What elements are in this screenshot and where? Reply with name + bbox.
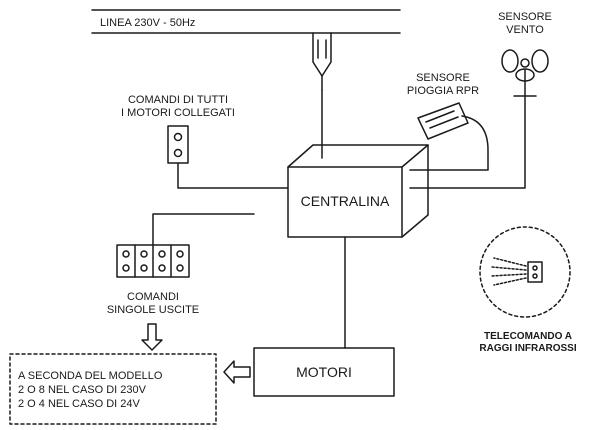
anemometer-icon — [501, 49, 549, 97]
remote-label-line2: RAGGI INFRAROSSI — [479, 343, 577, 354]
control-unit-box — [287, 144, 429, 238]
single-outputs-label-line1: COMANDI — [127, 291, 179, 303]
model-note-line3: 2 O 4 NEL CASO DI 24V — [18, 398, 140, 410]
remote-label: TELECOMANDO A RAGGI INFRAROSSI — [478, 331, 578, 355]
infrared-remote-icon — [479, 226, 571, 318]
power-line-label: LINEA 230V - 50Hz — [100, 17, 196, 29]
model-note-line1: A SECONDA DEL MODELLO — [18, 370, 163, 382]
power-line — [91, 9, 401, 34]
all-motors-commands-line2: I MOTORI COLLEGATI — [121, 107, 235, 119]
wind-sensor-cable — [409, 95, 526, 189]
single-outputs-label-line2: SINGOLE USCITE — [106, 304, 200, 316]
wind-sensor-label-line2: VENTO — [506, 24, 544, 36]
all-motors-commands-label: COMANDI DI TUTTI I MOTORI COLLEGATI — [113, 94, 243, 120]
down-arrow-icon — [141, 323, 163, 351]
model-note-text: A SECONDA DEL MODELLO 2 O 8 NEL CASO DI … — [18, 369, 162, 411]
single-outputs-label: COMANDI SINGOLE USCITE — [103, 291, 203, 317]
single-outputs-switch-icon — [116, 213, 255, 278]
rain-sensor-label: SENSORE PIOGGIA RPR — [398, 72, 488, 98]
rain-sensor-icon — [409, 102, 489, 171]
wind-sensor-label: SENSORE VENTO — [490, 11, 560, 37]
model-note-box — [9, 353, 217, 425]
motors-box — [253, 347, 395, 397]
motors-label: MOTORI — [296, 364, 352, 380]
control-unit-label: CENTRALINA — [300, 193, 390, 209]
power-plug-icon — [312, 32, 332, 159]
wind-sensor-label-line1: SENSORE — [498, 11, 552, 23]
all-motors-switch-icon — [167, 125, 289, 189]
all-motors-commands-line1: COMANDI DI TUTTI — [127, 94, 228, 106]
rain-sensor-label-line2: PIOGGIA RPR — [406, 85, 480, 97]
model-note-line2: 2 O 8 NEL CASO DI 230V — [18, 384, 146, 396]
rain-sensor-label-line1: SENSORE — [416, 72, 470, 84]
left-arrow-icon — [223, 360, 251, 384]
remote-label-line1: TELECOMANDO A — [484, 331, 572, 342]
